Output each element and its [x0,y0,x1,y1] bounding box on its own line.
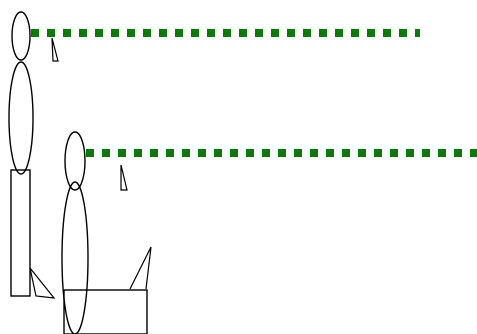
figure-back-arm-tip [29,267,56,299]
figure-back-head [11,11,31,61]
figure-front-box [63,289,148,334]
figure-front [61,131,477,334]
figure-back-arm-bar [10,169,31,297]
figure-front-small-pointer [120,164,128,191]
figure-back-small-pointer [51,37,59,62]
figure-front-head [64,131,86,191]
figure-back-body [8,61,34,175]
figure-front-pole [129,246,152,290]
figure-front-body [61,181,89,334]
figure-back [8,11,420,299]
